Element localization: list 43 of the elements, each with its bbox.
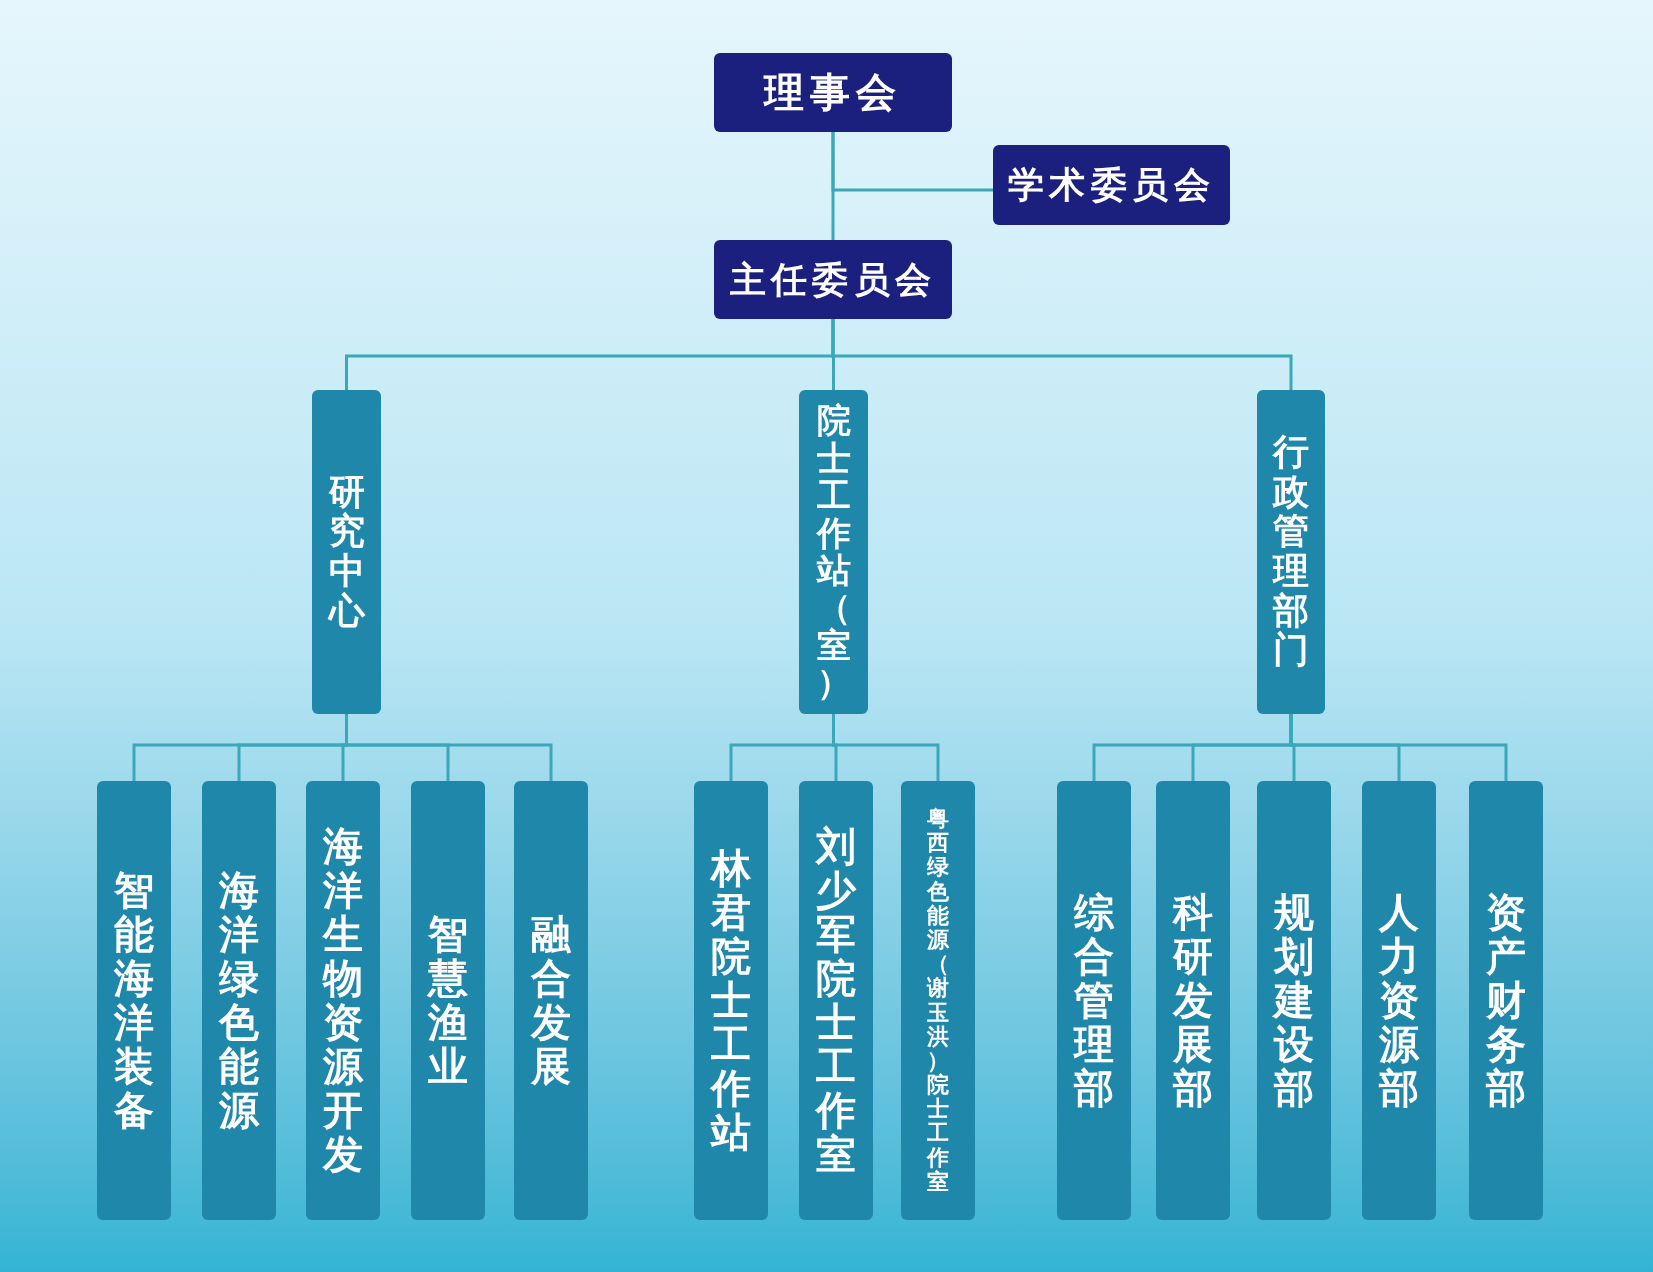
- connector-line: [1289, 714, 1508, 781]
- department-box: [1362, 781, 1436, 1220]
- node-label: 学术委员会: [1008, 164, 1215, 207]
- department-box: [514, 781, 588, 1220]
- department-box: [694, 781, 768, 1220]
- node-label: 海洋绿色能源: [219, 868, 259, 1133]
- department-box: [1469, 781, 1543, 1220]
- node-label: 林君院士工作站: [711, 846, 751, 1155]
- node-label: 资产财务部: [1486, 890, 1526, 1111]
- node-label: 理事会: [764, 68, 902, 117]
- node-label: 人力资源部: [1379, 890, 1419, 1111]
- department-box: [306, 781, 380, 1220]
- node-label: 院士工作站（室）: [816, 402, 851, 702]
- department-box: [1257, 781, 1331, 1220]
- node-label: 综合管理部: [1074, 890, 1114, 1111]
- connector-line: [345, 714, 553, 781]
- node-label: 研究中心: [328, 472, 365, 632]
- department-box: [799, 781, 873, 1220]
- org-box: [993, 145, 1230, 225]
- node-label: 刘少军院士工作室: [816, 824, 856, 1177]
- connector-line: [832, 714, 940, 781]
- org-box: [714, 53, 952, 132]
- node-label: 主任委员会: [729, 258, 937, 302]
- node-label: 智能海洋装备: [114, 868, 154, 1133]
- department-box: [411, 781, 485, 1220]
- department-box: [799, 390, 868, 714]
- node-label: 行政管理部门: [1273, 433, 1309, 671]
- connector-line: [831, 319, 1293, 390]
- connector-line: [831, 132, 993, 192]
- org-box: [714, 240, 952, 319]
- node-label: 粤西绿色能源（谢玉洪）院士工作室: [927, 807, 949, 1194]
- node-label: 智慧渔业: [428, 912, 468, 1089]
- department-box: [97, 781, 171, 1220]
- node-label: 海洋生物资源开发: [323, 824, 363, 1177]
- department-box: [901, 781, 975, 1220]
- department-box: [202, 781, 276, 1220]
- department-box: [1257, 390, 1325, 714]
- node-label: 规划建设部: [1274, 890, 1314, 1111]
- node-label: 科研发展部: [1173, 890, 1213, 1111]
- department-box: [312, 390, 381, 714]
- department-box: [1057, 781, 1131, 1220]
- node-label: 融合发展: [531, 912, 571, 1089]
- department-box: [1156, 781, 1230, 1220]
